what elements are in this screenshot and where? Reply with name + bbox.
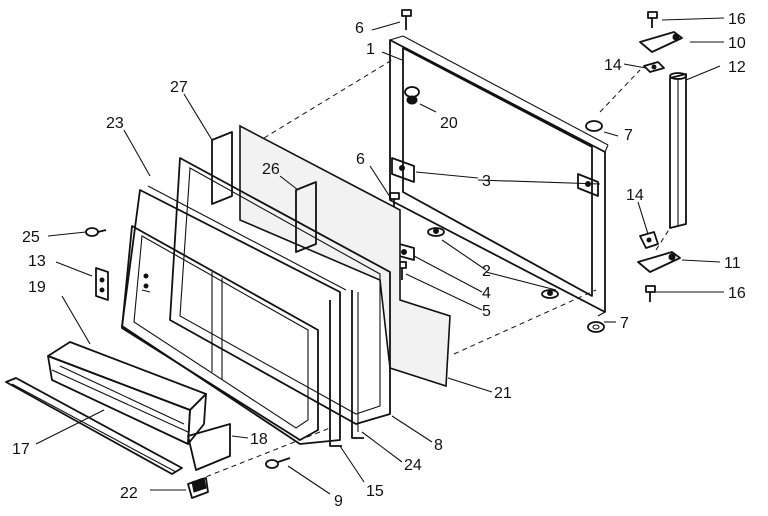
callout-4: 4 <box>482 285 491 302</box>
callout-13: 13 <box>28 253 46 270</box>
hinge-10 <box>639 31 683 53</box>
callout-17: 17 <box>12 441 30 458</box>
callout-3: 3 <box>482 173 491 190</box>
callout-1: 1 <box>366 41 375 58</box>
gasket-strip-24 <box>351 290 364 439</box>
bushing-2b <box>541 289 559 299</box>
callout-15: 15 <box>366 483 384 500</box>
handle-12 <box>669 72 687 229</box>
leader-lines <box>35 17 725 495</box>
bushing-2a <box>427 227 445 237</box>
callout-9: 9 <box>334 493 343 510</box>
cap-7-bottom <box>587 321 605 333</box>
screw-6-top <box>401 9 412 30</box>
callout-19: 19 <box>28 279 46 296</box>
door-gasket <box>169 157 391 425</box>
cap-7-top <box>585 120 603 132</box>
callout-6-mid: 6 <box>356 151 365 168</box>
callout-14-bottom: 14 <box>626 187 644 204</box>
callout-16-top: 16 <box>728 11 746 28</box>
callout-23: 23 <box>106 115 124 132</box>
bracket-13 <box>95 267 109 301</box>
spacer-block-26 <box>295 181 317 253</box>
shelf-rail <box>5 377 183 475</box>
assembly-lines <box>197 59 671 481</box>
screw-9 <box>265 457 291 469</box>
end-cap <box>187 477 209 499</box>
callout-labels: 1 6 20 7 3 6 2 4 5 7 21 8 24 15 9 18 22 … <box>12 11 746 510</box>
callout-12: 12 <box>728 59 746 76</box>
screw-16-top <box>647 11 658 28</box>
callout-27: 27 <box>170 79 188 96</box>
washer-14-top <box>643 61 665 73</box>
callout-20: 20 <box>440 115 458 132</box>
hinge-bracket-right <box>577 173 599 197</box>
door-frame <box>389 35 609 317</box>
gasket-strip-15 <box>329 300 342 447</box>
callout-8: 8 <box>434 437 443 454</box>
callout-5: 5 <box>482 303 491 320</box>
plug-20 <box>404 86 420 105</box>
callout-24: 24 <box>404 457 422 474</box>
callout-14-top: 14 <box>604 57 622 74</box>
callout-7-bottom: 7 <box>620 315 629 332</box>
callout-2: 2 <box>482 263 491 280</box>
callout-7-top: 7 <box>624 127 633 144</box>
inner-liner <box>121 225 319 441</box>
callout-16-bottom: 16 <box>728 285 746 302</box>
callout-22: 22 <box>120 485 138 502</box>
hinge-11 <box>637 251 681 273</box>
insulation-panel <box>239 124 451 388</box>
callout-25: 25 <box>22 229 40 246</box>
shelf-bin <box>47 341 207 445</box>
callout-10: 10 <box>728 35 746 52</box>
callout-21: 21 <box>494 385 512 402</box>
callout-6-top: 6 <box>355 20 364 37</box>
hinge-bracket-left <box>391 157 415 183</box>
bin-bracket <box>187 423 231 471</box>
spacer-block-27 <box>211 131 233 205</box>
washer-14-bottom <box>639 231 659 249</box>
screw-16-bottom <box>645 285 656 302</box>
callout-26: 26 <box>262 161 280 178</box>
callout-18: 18 <box>250 431 268 448</box>
screw-25 <box>85 227 107 237</box>
callout-11: 11 <box>724 255 741 272</box>
